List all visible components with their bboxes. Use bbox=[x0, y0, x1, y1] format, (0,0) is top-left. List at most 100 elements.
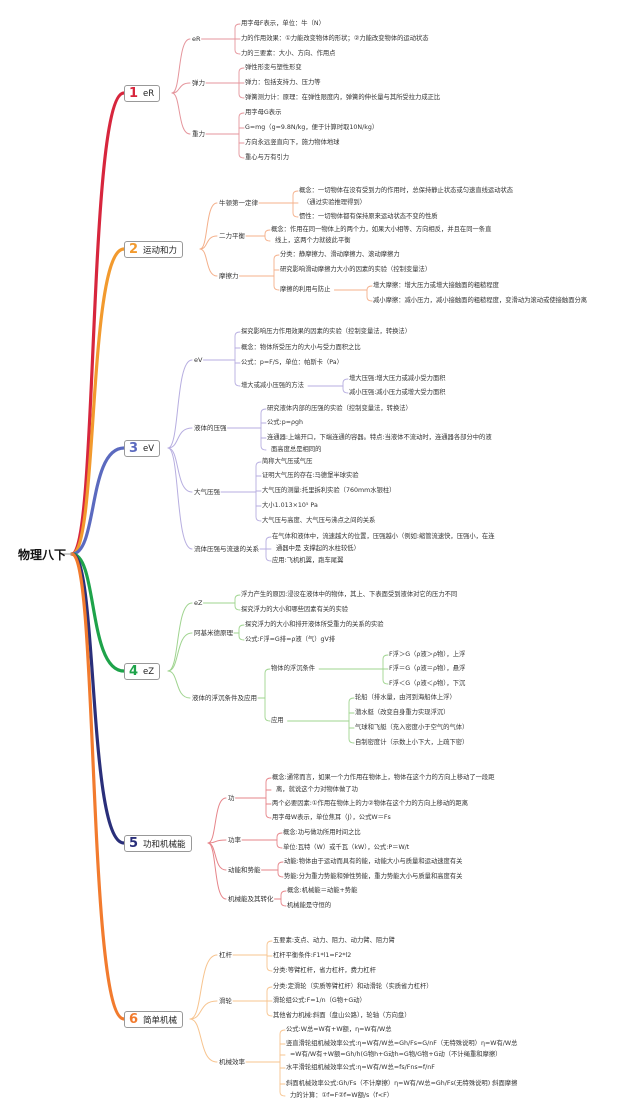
deep-leaf-text: 轮船（排水量，由河到海船体上浮） bbox=[355, 694, 456, 701]
subtopic-label: 动能和势能 bbox=[228, 866, 261, 874]
leaf-text: 研究液体内部的压强的实验（控制变量法，转换法） bbox=[267, 405, 412, 412]
leaf-text: 弹簧测力计：原理：在弹性限度内，弹簧的伸长量与其所受拉力成正比 bbox=[245, 94, 441, 101]
connector-4-3 bbox=[167, 670, 191, 699]
leaf-bracket bbox=[260, 408, 267, 451]
subtopic-label: 功 bbox=[228, 794, 235, 802]
leaf-text: 大气压的测量:托里拆利实验（760mm水银柱） bbox=[262, 487, 396, 494]
subtopic-label: 牛顿第一定律 bbox=[219, 199, 258, 207]
subtopic-label: 重力 bbox=[192, 130, 205, 138]
leaf-bracket bbox=[276, 832, 283, 849]
topic-number: 6 bbox=[129, 1012, 139, 1027]
leaf-text: 机械能是守恒的 bbox=[287, 902, 332, 909]
leaf-text: 研究影响滑动摩擦力大小的因素的实验（控制变量法） bbox=[280, 266, 432, 273]
leaf-text: 杠杆平衡条件:F1*l1=F2*l2 bbox=[273, 952, 352, 959]
leaf-bracket bbox=[264, 229, 271, 242]
leaf-text: 其他省力机械:斜面（盘山公路），轮轴（方向盘） bbox=[273, 1012, 411, 1019]
leaf-text: 简称大气压或气压 bbox=[262, 458, 313, 465]
leaf-text: 方向永远竖直向下，施力物体地球 bbox=[245, 139, 340, 146]
deep-leaf-text: F浮＞G（ρ液＞ρ物），上浮 bbox=[389, 651, 466, 658]
topic-number: 3 bbox=[129, 441, 139, 456]
deep-leaf-text: F浮＝G（ρ液＝ρ物），悬浮 bbox=[389, 665, 466, 672]
leaf-text: （通过实验推理得到） bbox=[303, 199, 366, 206]
branch-1 bbox=[70, 91, 126, 556]
leaf-text: 概念:功与做功所用时间之比 bbox=[283, 829, 361, 836]
leaf-bracket bbox=[234, 594, 241, 611]
subtopic-label: eV bbox=[194, 356, 203, 364]
subtopic-label: 弹力 bbox=[192, 79, 205, 87]
deep-leaf-text: 自制密度计（示数上小下大，上疏下密） bbox=[355, 739, 469, 746]
deep-bracket bbox=[366, 285, 373, 302]
subtopic-label: 滑轮 bbox=[219, 997, 232, 1005]
leaf-bracket bbox=[238, 624, 245, 641]
connector-3-3 bbox=[167, 447, 193, 493]
subtopic-label: 流体压强与流速的关系 bbox=[194, 545, 259, 553]
subtopic-label: 阿基米德原理 bbox=[194, 629, 233, 637]
connector-2-1 bbox=[199, 202, 218, 250]
subtopic-label: 功率 bbox=[228, 836, 241, 844]
leaf-bracket bbox=[265, 777, 272, 819]
leaf-bracket bbox=[234, 331, 241, 387]
leaf-text: 通器中是 支撑起的水柱较低） bbox=[276, 545, 360, 552]
subtopic-label: 液体的压强 bbox=[194, 424, 227, 432]
topic-label: 简单机械 bbox=[143, 1015, 178, 1026]
leaf-text: =W有/W有+W额=Gh/h(G物h+G动h=G物/G物+G动（不计绳重和摩擦） bbox=[290, 1051, 502, 1058]
leaf-bracket bbox=[266, 986, 273, 1017]
connector-2-3 bbox=[199, 248, 218, 277]
leaf-text: 概念:机械能＝动能+势能 bbox=[287, 887, 358, 894]
branch-4 bbox=[70, 552, 126, 673]
subtopic-label: 机械效率 bbox=[219, 1058, 245, 1066]
connector-3-2 bbox=[167, 427, 193, 449]
branch-5 bbox=[70, 552, 126, 845]
connector-6-2 bbox=[189, 1000, 218, 1020]
leaf-text: 应用 bbox=[271, 717, 284, 724]
leaf-bracket bbox=[280, 890, 287, 907]
connector-5-3 bbox=[207, 842, 227, 871]
leaf-text: 用字母G表示 bbox=[245, 109, 282, 116]
leaf-text: 面高度总是相同的 bbox=[271, 446, 322, 453]
leaf-text: 应用:飞机机翼，跑车尾翼 bbox=[272, 557, 344, 564]
leaf-text: 公式:F浮=G排=ρ液（气）gV排 bbox=[245, 636, 336, 643]
deep-bracket bbox=[382, 654, 389, 685]
leaf-bracket bbox=[238, 112, 245, 159]
leaf-text: 探究浮力的大小和哪些因素有关的实验 bbox=[241, 606, 349, 613]
leaf-text: 概念:通常而言，如果一个力作用在物体上，物体在这个力的方向上移动了一段距 bbox=[272, 774, 495, 781]
leaf-text: 证明大气压的存在:马德堡半球实验 bbox=[262, 472, 359, 479]
leaf-text: 分类:等臂杠杆，省力杠杆，费力杠杆 bbox=[273, 967, 376, 974]
deep-bracket bbox=[342, 378, 349, 394]
leaf-text: 重心与万有引力 bbox=[245, 154, 290, 161]
leaf-text: 摩擦的利用与防止 bbox=[280, 286, 331, 293]
connector-1-3 bbox=[171, 92, 191, 135]
deep-leaf-text: 减小压强:减小压力或增大受力面积 bbox=[349, 389, 446, 396]
leaf-bracket bbox=[264, 668, 271, 722]
leaf-text: 线上，这两个力就彼此平衡 bbox=[275, 237, 351, 244]
leaf-text: 物体的浮沉条件 bbox=[271, 665, 316, 672]
topic-label: eV bbox=[143, 443, 155, 454]
leaf-text: 大小1.013×10⁵ Pa bbox=[262, 502, 318, 509]
deep-leaf-text: F浮＜G（ρ液＜ρ物），下沉 bbox=[389, 680, 466, 687]
connector-4-2 bbox=[167, 632, 193, 672]
topic-label: eZ bbox=[143, 666, 155, 677]
leaf-text: 弹性形变与塑性形变 bbox=[245, 64, 302, 71]
subtopic-label: 液体的浮沉条件及应用 bbox=[192, 694, 257, 702]
connector-4-1 bbox=[167, 602, 193, 672]
leaf-text: 竖直滑轮组机械效率公式:η=W有/W总=Gh/Fs=G/nF（无特殊说明）η=W… bbox=[286, 1040, 518, 1047]
topic-label: 运动和力 bbox=[143, 245, 178, 256]
leaf-text: 力的三要素：大小、方向、作用点 bbox=[241, 50, 336, 57]
leaf-text: 五要素:支点、动力、阻力、动力臂、阻力臂 bbox=[273, 937, 395, 944]
leaf-text: 公式:W总=W有+W额，η=W有/W总 bbox=[286, 1026, 392, 1033]
leaf-text: 势能:分为重力势能和弹性势能，重力势能大小与质量和高度有关 bbox=[284, 873, 463, 880]
connector-2-2 bbox=[199, 235, 218, 250]
subtopic-label: 杠杆 bbox=[219, 951, 232, 959]
topic-3-box[interactable]: 3 eV bbox=[124, 440, 161, 457]
leaf-text: 滑轮组公式:F=1/n（G物+G动） bbox=[273, 997, 366, 1004]
leaf-text: 连通器:上端开口，下端连通的容器。特点:当液体不流动时，连通器各部分中的液 bbox=[267, 434, 492, 441]
topic-6-box[interactable]: 6 简单机械 bbox=[124, 1011, 184, 1028]
branch-2 bbox=[70, 247, 126, 556]
root-topic: 物理八下 bbox=[18, 548, 67, 562]
leaf-text: 分类：静摩擦力、滑动摩擦力、滚动摩擦力 bbox=[280, 251, 400, 258]
